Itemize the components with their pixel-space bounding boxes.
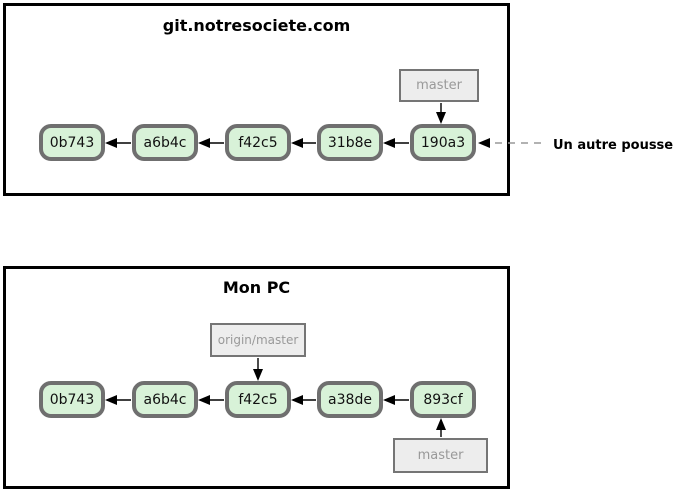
commit-node: a6b4c: [132, 124, 198, 161]
panel-title-remote: git.notresociete.com: [162, 16, 351, 35]
commit-node: a38de: [317, 381, 383, 418]
local-pc-panel: Mon PC origin/master master 0b743 a6b4c …: [3, 266, 510, 489]
push-annotation: Un autre pousse: [553, 138, 674, 153]
commit-node: 893cf: [410, 381, 476, 418]
commit-node: f42c5: [225, 381, 291, 418]
commit-node: 190a3: [410, 124, 476, 161]
commit-node: 0b743: [39, 381, 105, 418]
panel-title-local: Mon PC: [222, 278, 291, 297]
commit-node: f42c5: [225, 124, 291, 161]
branch-label-origin-master: origin/master: [210, 323, 306, 357]
commit-node: a6b4c: [132, 381, 198, 418]
branch-label-master-local: master: [393, 438, 488, 473]
branch-label-master-remote: master: [399, 69, 479, 102]
remote-repo-panel: git.notresociete.com master 0b743 a6b4c …: [3, 3, 510, 196]
commit-node: 0b743: [39, 124, 105, 161]
commit-node: 31b8e: [317, 124, 383, 161]
